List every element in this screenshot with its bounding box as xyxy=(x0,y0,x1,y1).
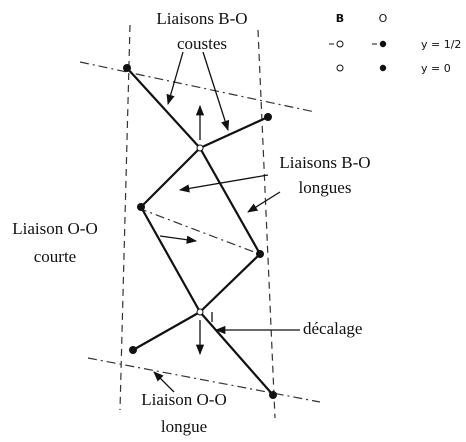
legend-header-o: O xyxy=(379,12,388,25)
left-boundary-line xyxy=(119,24,131,411)
bond-lines xyxy=(125,66,275,397)
legend-oxygen-half-marker xyxy=(379,40,387,48)
arrow xyxy=(153,371,175,393)
bond-line xyxy=(125,66,202,150)
oxygen-atom xyxy=(256,250,264,258)
legend-boron-zero-marker xyxy=(336,64,344,72)
arrow xyxy=(202,51,230,131)
oo-long-label-line1: Liaison O-O xyxy=(141,390,226,409)
cell-boundary-lines xyxy=(119,24,276,419)
oo-long-label-line2: longue xyxy=(161,417,207,436)
oxygen-atom xyxy=(123,64,131,72)
bond-line xyxy=(131,310,202,352)
arrow xyxy=(178,174,269,193)
legend-boron-half-marker xyxy=(336,40,344,48)
bo-long-label-line1: Liaisons B-O xyxy=(279,153,370,172)
arrow xyxy=(166,51,184,105)
middle-dashdot-line xyxy=(137,207,263,256)
bo-short-label-line2: coustes xyxy=(177,34,227,53)
arrow xyxy=(159,235,198,244)
bo-long-label-line2: longues xyxy=(299,178,352,197)
right-boundary-line xyxy=(257,29,276,419)
boron-atom xyxy=(196,144,204,152)
oo-short-label-line1: Liaison O-O xyxy=(12,219,97,238)
oxygen-atom xyxy=(129,346,137,354)
legend-row1-label: y = 1/2 xyxy=(421,38,461,51)
boron-atom xyxy=(196,308,204,316)
oo-short-label-line2: courte xyxy=(34,247,76,266)
bond-line xyxy=(139,146,202,209)
oxygen-atom xyxy=(269,391,277,399)
arrows xyxy=(153,51,300,393)
atoms xyxy=(123,64,277,399)
dashdot-lines xyxy=(79,61,321,403)
bond-line xyxy=(198,252,262,314)
oxygen-atom xyxy=(264,113,272,121)
legend-row2-label: y = 0 xyxy=(421,62,451,75)
bond-line xyxy=(198,115,270,150)
labels: Liaisons B-O coustes Liaisons B-O longue… xyxy=(12,9,370,436)
legend: B O y = 1/2 y = 0 xyxy=(329,12,461,75)
legend-oxygen-zero-marker xyxy=(379,64,387,72)
legend-header-b: B xyxy=(336,12,344,25)
offset-label: décalage xyxy=(303,319,362,338)
bottom-dashdot-line xyxy=(87,357,321,403)
bond-line xyxy=(198,146,262,256)
bond-line xyxy=(198,310,275,397)
oxygen-atom xyxy=(137,203,145,211)
bond-line xyxy=(139,205,202,314)
arrow xyxy=(247,191,281,213)
top-dashdot-line xyxy=(79,61,316,113)
bo-short-label-line1: Liaisons B-O xyxy=(156,9,247,28)
